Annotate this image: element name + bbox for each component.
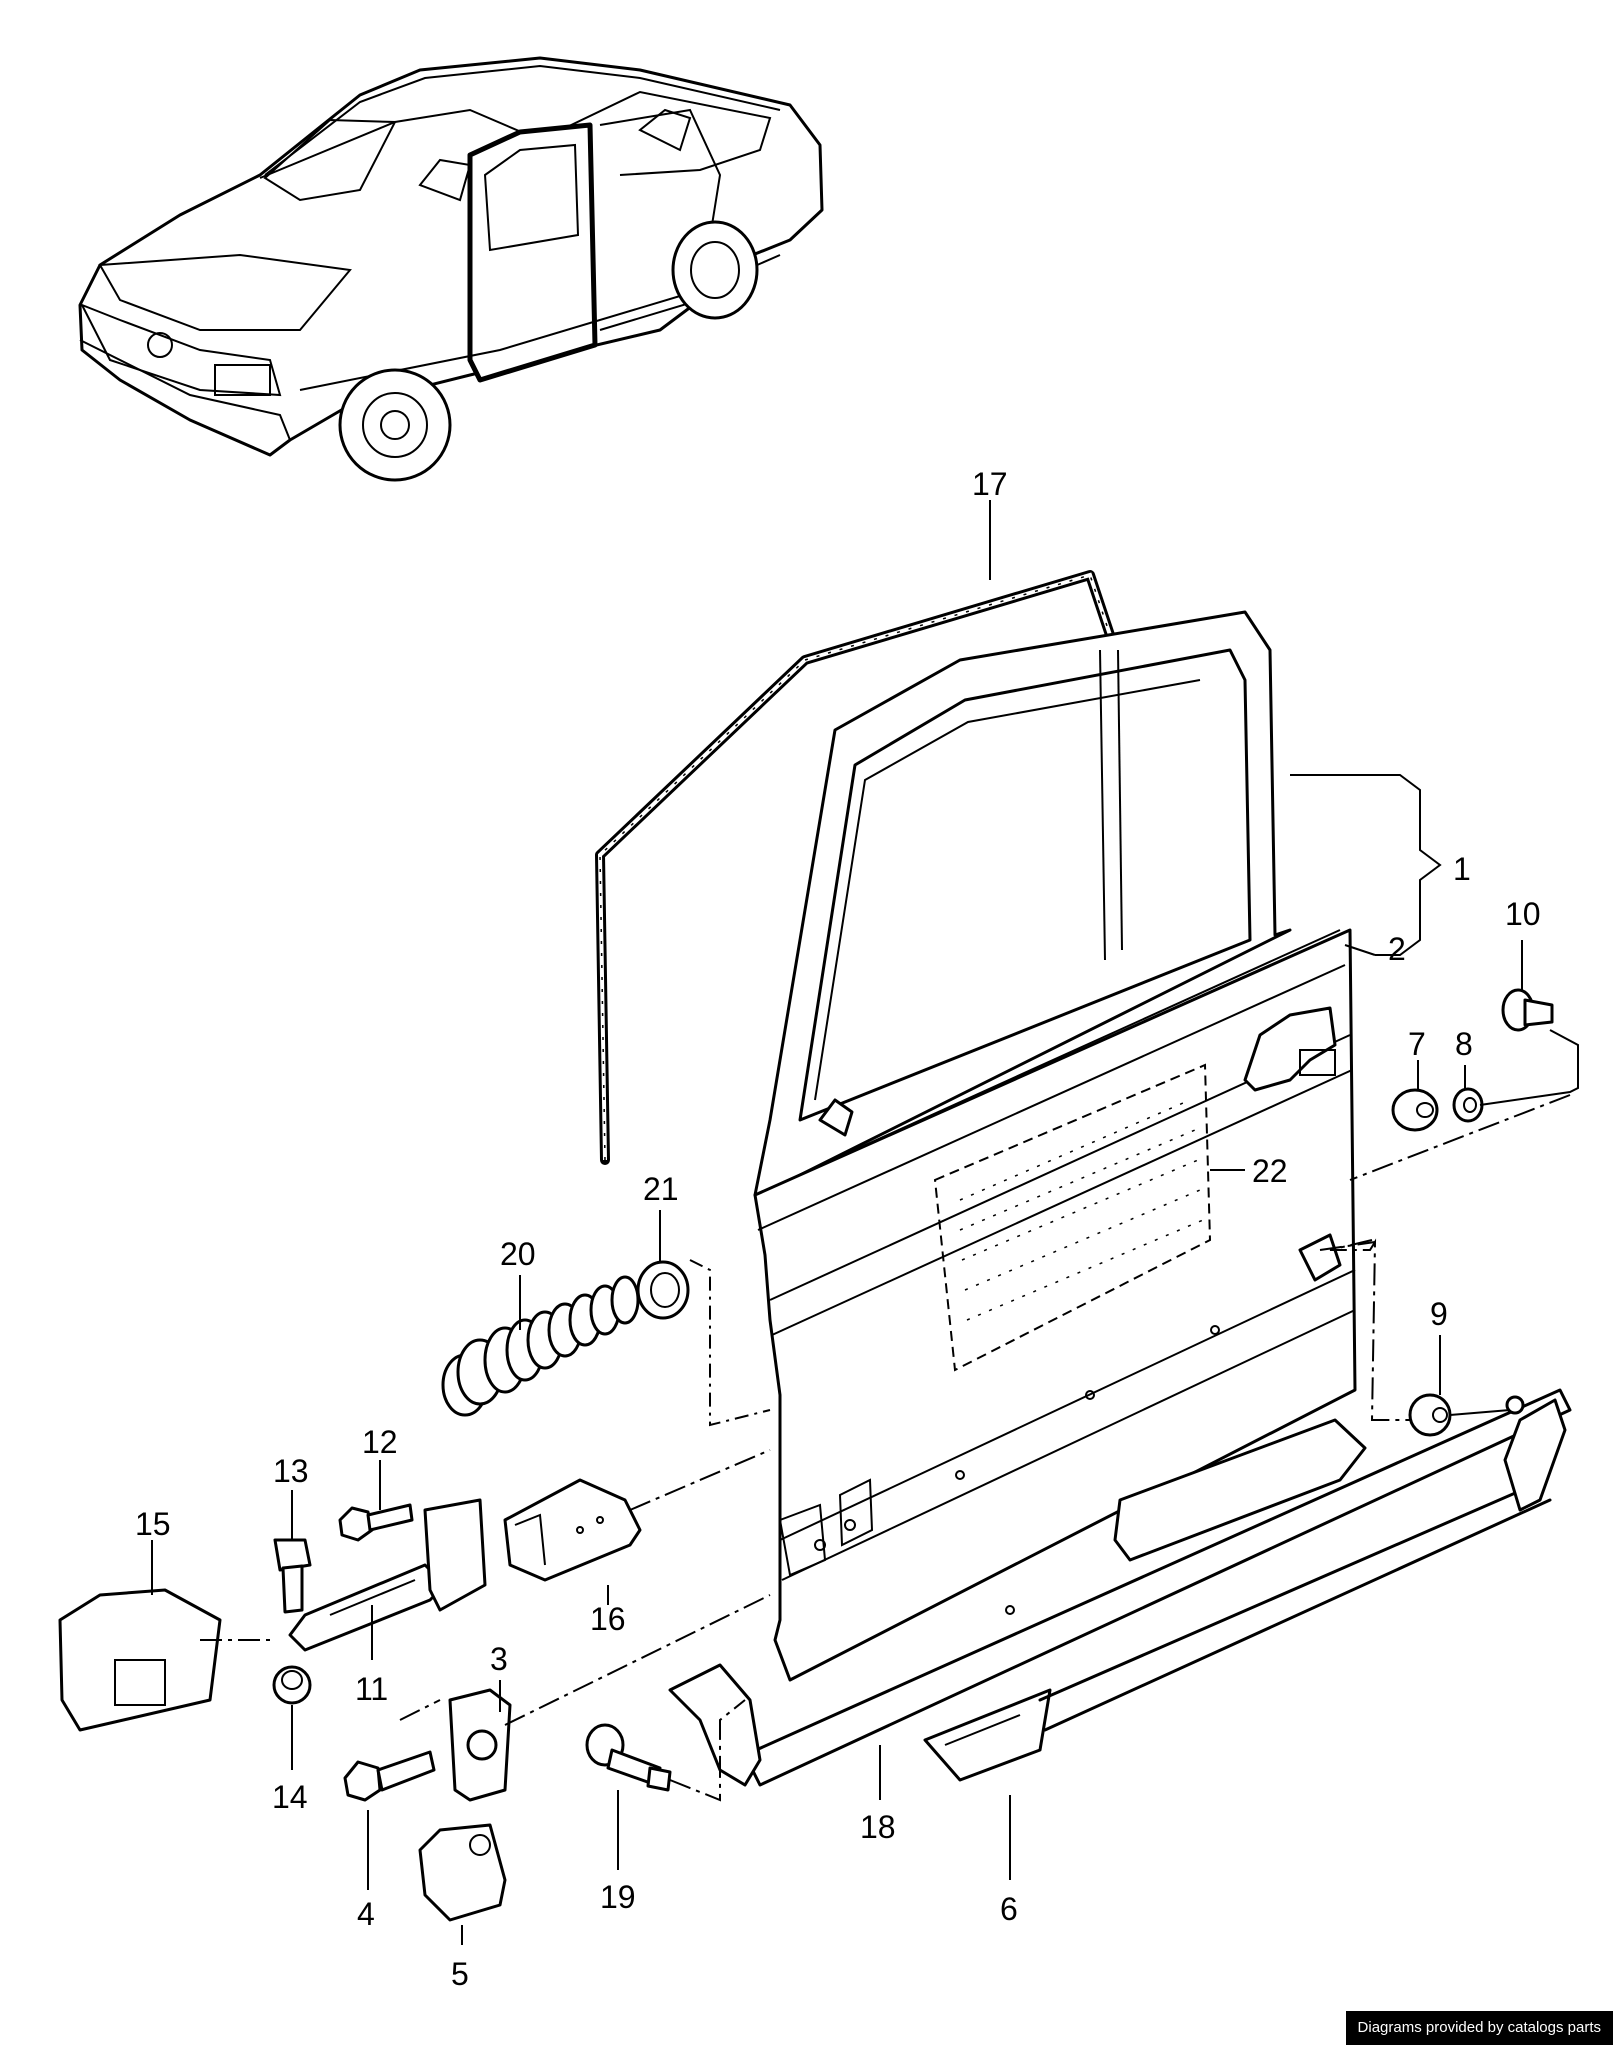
callout-22: 22 (1252, 1153, 1288, 1189)
leader-lines (151, 500, 1579, 1945)
callout-16: 16 (590, 1601, 626, 1637)
bolt-12 (338, 1503, 414, 1542)
callout-17: 17 (972, 466, 1008, 502)
vapor-barrier-sheet (933, 1063, 1212, 1372)
callout-3: 3 (490, 1641, 508, 1677)
hinge-cap-5 (418, 1823, 507, 1922)
grommet-21 (636, 1260, 690, 1320)
callout-8: 8 (1455, 1026, 1473, 1062)
door-hinge-lower (923, 1395, 1567, 1782)
nut-14 (272, 1665, 312, 1705)
callout-5: 5 (451, 1956, 469, 1992)
callout-21: 21 (643, 1171, 679, 1207)
clip-10 (1501, 988, 1554, 1032)
callout-15: 15 (135, 1506, 171, 1542)
callout-11: 11 (355, 1671, 388, 1707)
washer-8 (1452, 1087, 1484, 1123)
callout-labels: 17 1 2 10 7 8 22 21 20 9 12 13 15 16 11 … (135, 466, 1541, 1992)
callout-10: 10 (1505, 896, 1541, 932)
sill-trim-strip (668, 1388, 1572, 1787)
callout-13: 13 (273, 1453, 309, 1489)
callout-1: 1 (1453, 851, 1471, 887)
rubber-boot-20 (441, 1275, 640, 1417)
door-check-strap-11 (288, 1498, 487, 1652)
clip-7 (1391, 1088, 1439, 1132)
callout-9: 9 (1430, 1296, 1448, 1332)
car-illustration (78, 56, 824, 482)
trim-cover-15 (58, 1588, 222, 1732)
callout-14: 14 (272, 1779, 308, 1815)
door-panel (753, 610, 1357, 1682)
callout-20: 20 (500, 1236, 536, 1272)
bolt-13 (273, 1538, 312, 1614)
callout-7: 7 (1408, 1026, 1426, 1062)
bolt-19 (585, 1723, 672, 1792)
door-check-16 (503, 1478, 642, 1582)
callout-19: 19 (600, 1879, 636, 1915)
callout-12: 12 (362, 1424, 398, 1460)
clip-9 (1408, 1393, 1452, 1437)
callout-2: 2 (1388, 931, 1406, 967)
diagram-credit: Diagrams provided by catalogs parts (1345, 2011, 1613, 2045)
hinge-3 (448, 1688, 512, 1802)
bolt-4 (343, 1750, 436, 1802)
callout-18: 18 (860, 1809, 896, 1845)
callout-6: 6 (1000, 1891, 1018, 1927)
callout-4: 4 (357, 1896, 375, 1932)
